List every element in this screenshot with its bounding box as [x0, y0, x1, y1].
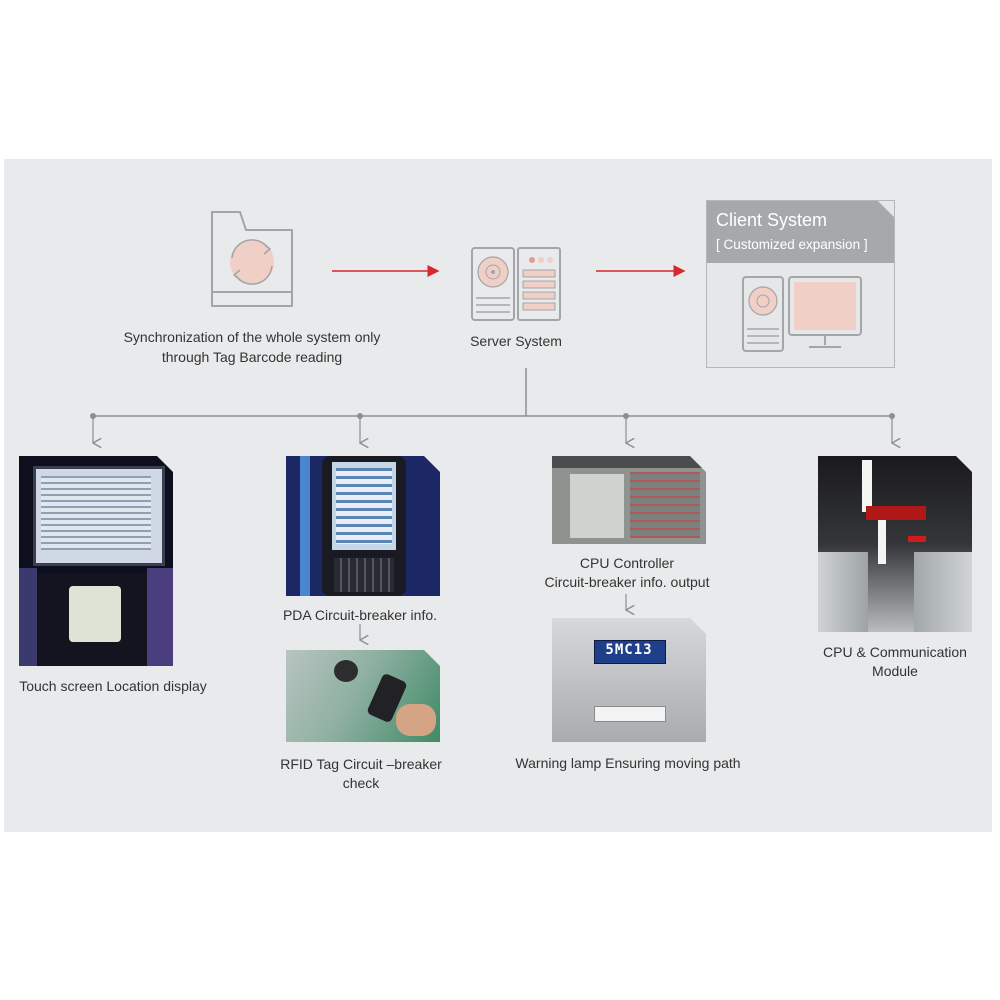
pda-photo — [286, 456, 440, 596]
client-system-box: Client System [ Customized expansion ] — [706, 200, 895, 368]
cpu-controller-photo — [552, 456, 706, 544]
pda-label: PDA Circuit-breaker info. — [282, 607, 438, 623]
warning-lamp-code: 5MC13 — [605, 642, 653, 658]
touch-screen-label: Touch screen Location display — [19, 678, 207, 694]
warning-lamp-photo: 5MC13 — [552, 618, 706, 742]
rfid-label-line2: check — [342, 775, 380, 791]
sync-label-line2: through Tag Barcode reading — [161, 349, 343, 365]
rfid-photo — [286, 650, 440, 742]
cpu-communication-label-line2: Module — [872, 663, 918, 679]
cpu-controller-label-line2: Circuit-breaker info. output — [544, 574, 710, 590]
workstation-icon — [742, 276, 862, 352]
cpu-controller-label-line1: CPU Controller — [579, 555, 675, 571]
client-system-title: Client System — [716, 210, 828, 230]
touch-screen-photo — [19, 456, 173, 666]
server-label: Server System — [470, 333, 562, 349]
cpu-communication-label-line1: CPU & Communication — [823, 644, 967, 660]
cpu-communication-photo — [818, 456, 972, 632]
warning-lamp-label: Warning lamp Ensuring moving path — [515, 755, 741, 771]
client-system-subtitle: [ Customized expansion ] — [716, 237, 868, 252]
sync-label-line1: Synchronization of the whole system only — [123, 329, 381, 345]
rfid-label-line1: RFID Tag Circuit –breaker — [280, 756, 442, 772]
client-system-header: Client System [ Customized expansion ] — [707, 201, 894, 263]
